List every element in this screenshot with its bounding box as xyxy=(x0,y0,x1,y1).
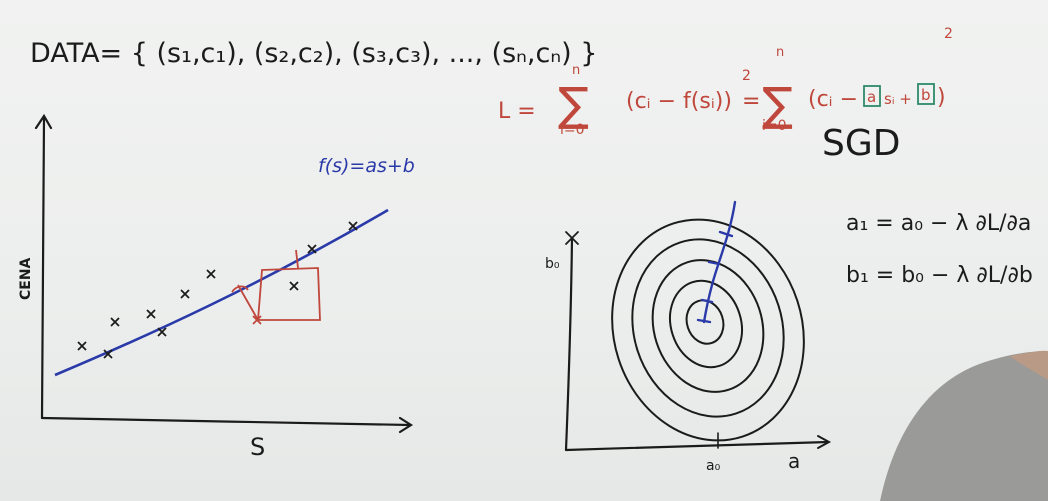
left-plot-x-axis xyxy=(40,416,412,427)
data-point xyxy=(146,309,156,319)
sum-top-2: n xyxy=(776,45,784,60)
contour-ring xyxy=(611,218,805,442)
contour-x-arrow xyxy=(817,435,832,449)
contour-ring xyxy=(669,279,743,369)
residual-angle xyxy=(231,284,259,321)
loss-term-2-open: (cᵢ − xyxy=(808,87,858,112)
loss-equals: = xyxy=(742,89,760,114)
boxed-b: b xyxy=(921,86,931,104)
contour-ring xyxy=(631,238,785,418)
loss-term-2-mid: sᵢ + xyxy=(884,90,912,108)
sum-top-1: n xyxy=(572,63,580,78)
sum-symbol: ∑ xyxy=(558,77,589,131)
box-b xyxy=(917,83,935,105)
loss-formula: L = ∑ n i=0 (cᵢ − f(sᵢ)) 2 = ∑ n i=0 (cᵢ… xyxy=(498,26,953,138)
left-plot-x-label: S xyxy=(250,433,265,461)
presenter-neck xyxy=(1010,350,1048,380)
a0-tick-label: a₀ xyxy=(706,458,721,474)
data-point xyxy=(206,269,216,279)
data-point xyxy=(348,221,358,231)
sum-symbol-2: ∑ xyxy=(762,77,793,131)
residual-point xyxy=(252,315,262,325)
data-point xyxy=(103,349,113,359)
contour-x-label: a xyxy=(788,449,800,473)
sgd-label: SGD xyxy=(822,123,900,164)
power-1: 2 xyxy=(742,68,751,84)
descent-step xyxy=(707,260,721,266)
residual-segment xyxy=(295,249,299,269)
b0-tick-label: b₀ xyxy=(545,256,560,272)
descent-path xyxy=(702,200,737,324)
loss-term-2-close: ) xyxy=(937,85,946,110)
sum-bottom-1: i=0 xyxy=(560,122,585,138)
a-update-rule: a₁ = a₀ − λ ∂L/∂a xyxy=(846,211,1031,236)
data-point xyxy=(289,281,299,291)
data-point xyxy=(77,341,87,351)
data-point xyxy=(307,244,317,254)
sum-bottom-2: i=0 xyxy=(762,118,787,134)
left-plot-y-label: CENA xyxy=(18,257,34,300)
loss-term-1: (cᵢ − f(sᵢ)) xyxy=(626,89,732,114)
residual-square xyxy=(257,267,321,321)
data-points xyxy=(77,221,358,359)
data-definition: DATA= { (s₁,c₁), (s₂,c₂), (s₃,c₃), ..., … xyxy=(30,38,597,69)
contour-plot xyxy=(564,218,832,452)
left-plot-y-axis xyxy=(40,116,46,420)
descent-step xyxy=(718,230,734,238)
data-point xyxy=(180,289,190,299)
descent-step xyxy=(696,318,712,324)
regression-line-label: f(s)=as+b xyxy=(318,155,415,177)
residual-squares xyxy=(231,249,321,325)
loss-lhs: L = xyxy=(498,99,536,124)
contour-x-axis xyxy=(564,440,830,452)
left-plot-y-arrow xyxy=(34,113,53,130)
contour-y-axis xyxy=(564,236,574,452)
gradient-descent-path xyxy=(696,200,737,324)
contour-ring xyxy=(651,259,765,393)
data-point xyxy=(157,327,167,337)
box-a xyxy=(863,85,881,107)
contour-ring xyxy=(685,299,725,345)
presenter-shoulder xyxy=(880,351,1048,501)
left-plot-x-arrow xyxy=(398,416,414,434)
boxed-a: a xyxy=(867,88,876,106)
b-update-rule: b₁ = b₀ − λ ∂L/∂b xyxy=(846,263,1033,288)
left-plot xyxy=(34,113,414,434)
regression-line xyxy=(54,208,389,377)
contour-y-arrow xyxy=(565,231,579,245)
power-2: 2 xyxy=(944,26,953,42)
descent-step xyxy=(700,298,714,304)
data-point xyxy=(110,317,120,327)
